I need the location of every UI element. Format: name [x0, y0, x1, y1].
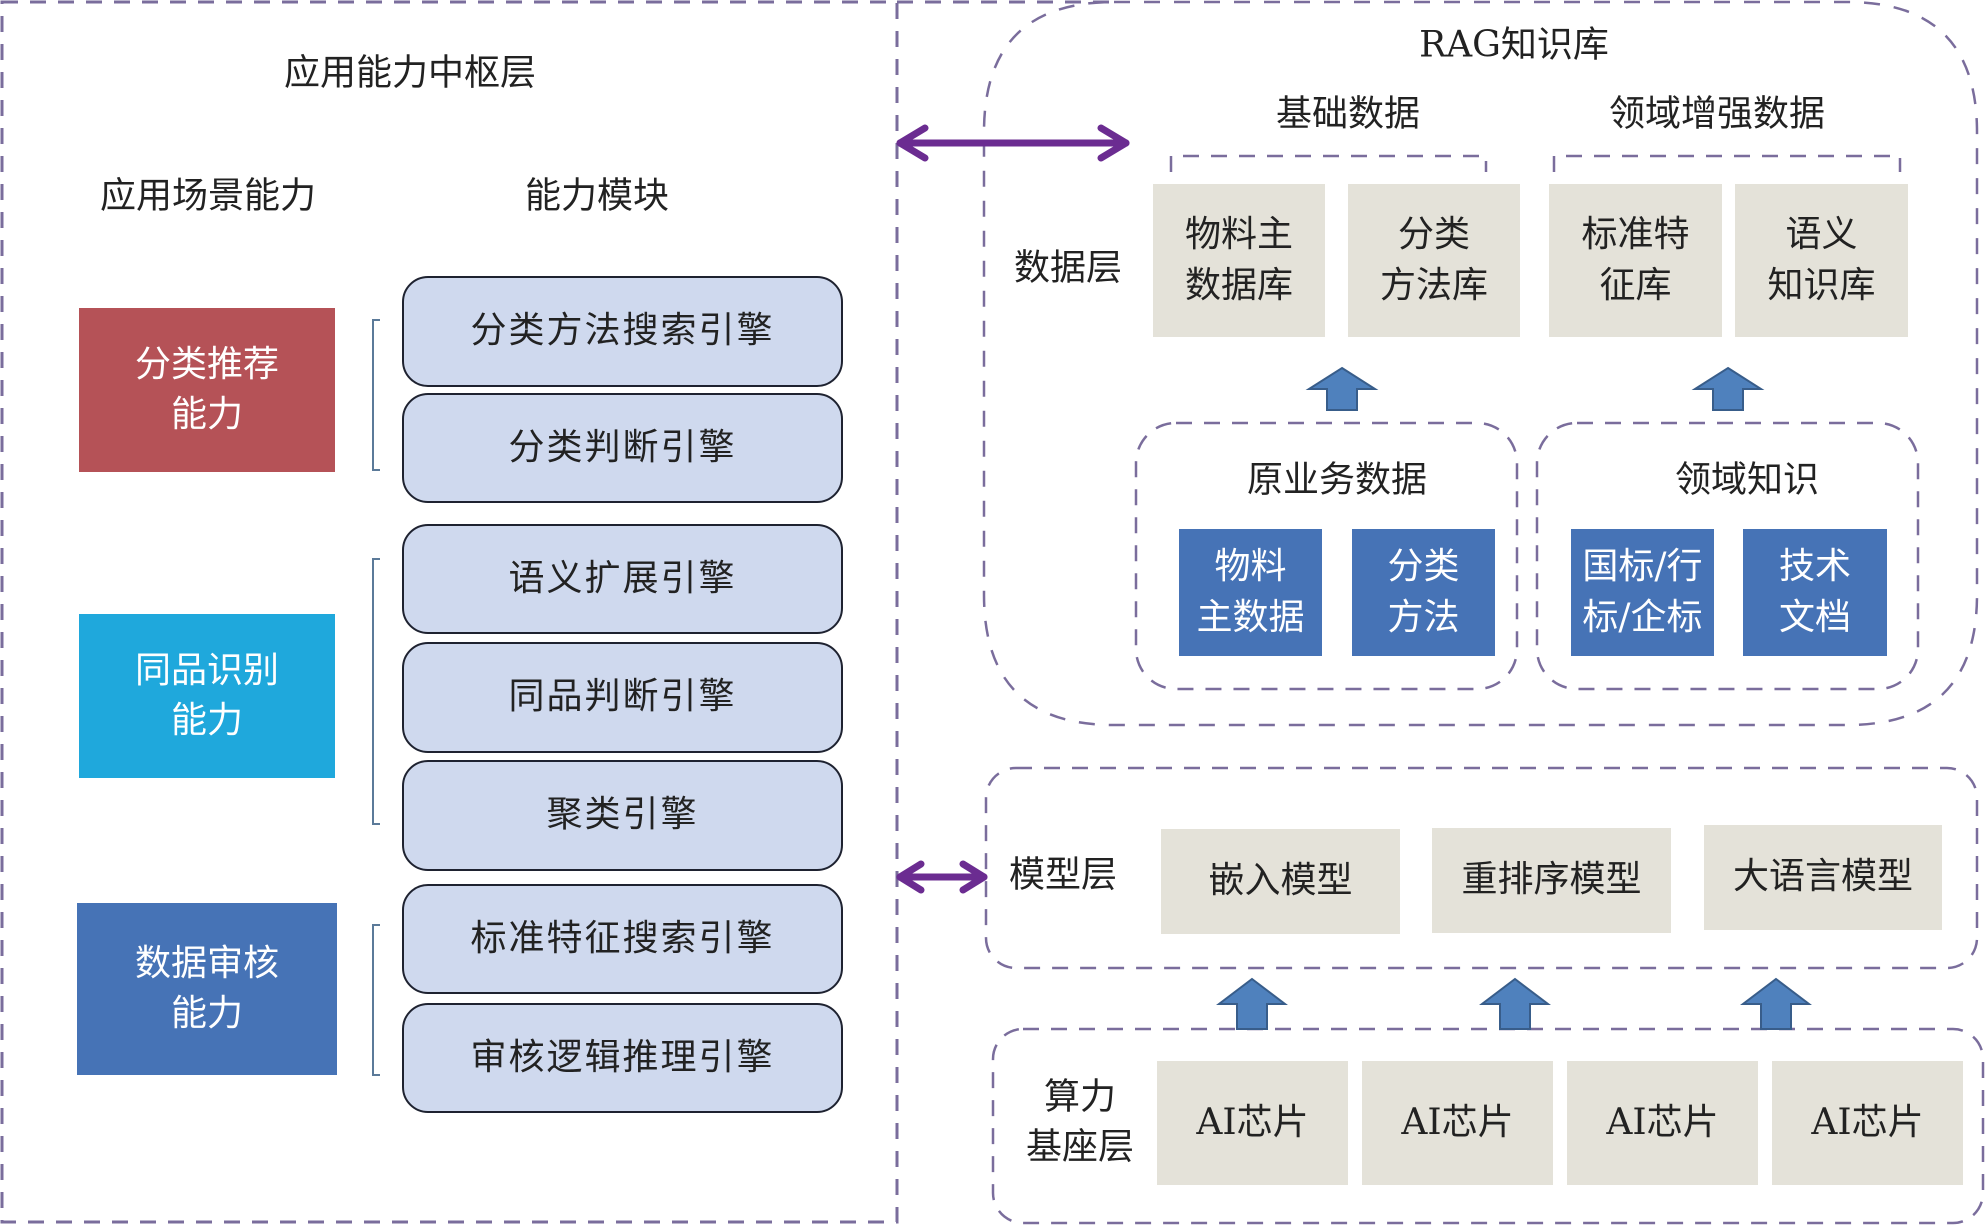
technical-documents[interactable]: 技术 文档	[1743, 529, 1887, 656]
up-arrow-domain-to-enhanced-icon	[1691, 366, 1765, 411]
ai-chip[interactable]: AI芯片	[1362, 1061, 1553, 1185]
enhanced-data-title: 领域增强数据	[1608, 93, 1826, 135]
engine-classification-search[interactable]: 分类方法搜索引擎	[402, 276, 843, 387]
scenario-classification-recommend[interactable]: 分类推荐 能力	[79, 308, 335, 472]
engine-audit-logic-reasoning[interactable]: 审核逻辑推理引擎	[402, 1003, 843, 1113]
large-language-model[interactable]: 大语言模型	[1704, 825, 1942, 930]
rerank-model[interactable]: 重排序模型	[1432, 828, 1671, 933]
business-data-title: 原业务数据	[1246, 459, 1428, 501]
domain-knowledge-title: 领域知识	[1674, 459, 1820, 501]
bracket-same-product	[372, 558, 380, 825]
ai-chip[interactable]: AI芯片	[1567, 1061, 1758, 1185]
standard-feature-library[interactable]: 标准特 征库	[1549, 184, 1722, 337]
ai-chip[interactable]: AI芯片	[1772, 1061, 1963, 1185]
up-arrow-compute-to-model-icon	[1740, 977, 1812, 1030]
semantic-knowledge-library[interactable]: 语义 知识库	[1735, 184, 1908, 337]
bidirectional-arrow-model	[896, 860, 988, 894]
embedding-model[interactable]: 嵌入模型	[1161, 829, 1400, 934]
left-panel-border	[0, 0, 899, 1224]
classification-method[interactable]: 分类 方法	[1352, 529, 1495, 656]
up-arrow-business-to-basic-icon	[1305, 366, 1379, 411]
compute-layer-label: 算力 基座层	[1025, 1076, 1135, 1168]
scenario-same-product-identify[interactable]: 同品识别 能力	[79, 614, 335, 778]
module-column-header: 能力模块	[524, 175, 670, 217]
classification-method-library[interactable]: 分类 方法库	[1348, 184, 1520, 337]
business-data-panel-border	[1134, 421, 1519, 691]
data-layer-label: 数据层	[1013, 247, 1123, 289]
ai-chip[interactable]: AI芯片	[1157, 1061, 1348, 1185]
domain-knowledge-panel-border	[1535, 421, 1920, 691]
material-master-database[interactable]: 物料主 数据库	[1153, 184, 1325, 337]
compute-layer-border	[991, 1027, 1985, 1225]
engine-standard-feature-search[interactable]: 标准特征搜索引擎	[402, 884, 843, 994]
bracket-data-audit	[372, 924, 380, 1076]
material-master-data[interactable]: 物料 主数据	[1179, 529, 1322, 656]
up-arrow-compute-to-model-icon	[1216, 977, 1288, 1030]
enhanced-data-bracket	[1552, 154, 1902, 172]
bidirectional-arrow-rag	[896, 124, 1130, 162]
bracket-classification	[372, 319, 380, 471]
basic-data-bracket	[1169, 154, 1488, 172]
model-layer-border	[984, 766, 1979, 970]
engine-semantic-expansion[interactable]: 语义扩展引擎	[402, 524, 843, 634]
engine-same-product-judge[interactable]: 同品判断引擎	[402, 642, 843, 753]
basic-data-title: 基础数据	[1275, 93, 1421, 135]
left-panel-title: 应用能力中枢层	[283, 52, 537, 94]
standards-documents[interactable]: 国标/行 标/企标	[1571, 529, 1714, 656]
engine-classification-judge[interactable]: 分类判断引擎	[402, 393, 843, 503]
up-arrow-compute-to-model-icon	[1479, 977, 1551, 1030]
model-layer-label: 模型层	[1008, 854, 1118, 896]
scenario-column-header: 应用场景能力	[99, 175, 317, 217]
engine-clustering[interactable]: 聚类引擎	[402, 760, 843, 871]
scenario-data-audit[interactable]: 数据审核 能力	[77, 903, 337, 1075]
rag-title: RAG知识库	[1419, 24, 1609, 66]
